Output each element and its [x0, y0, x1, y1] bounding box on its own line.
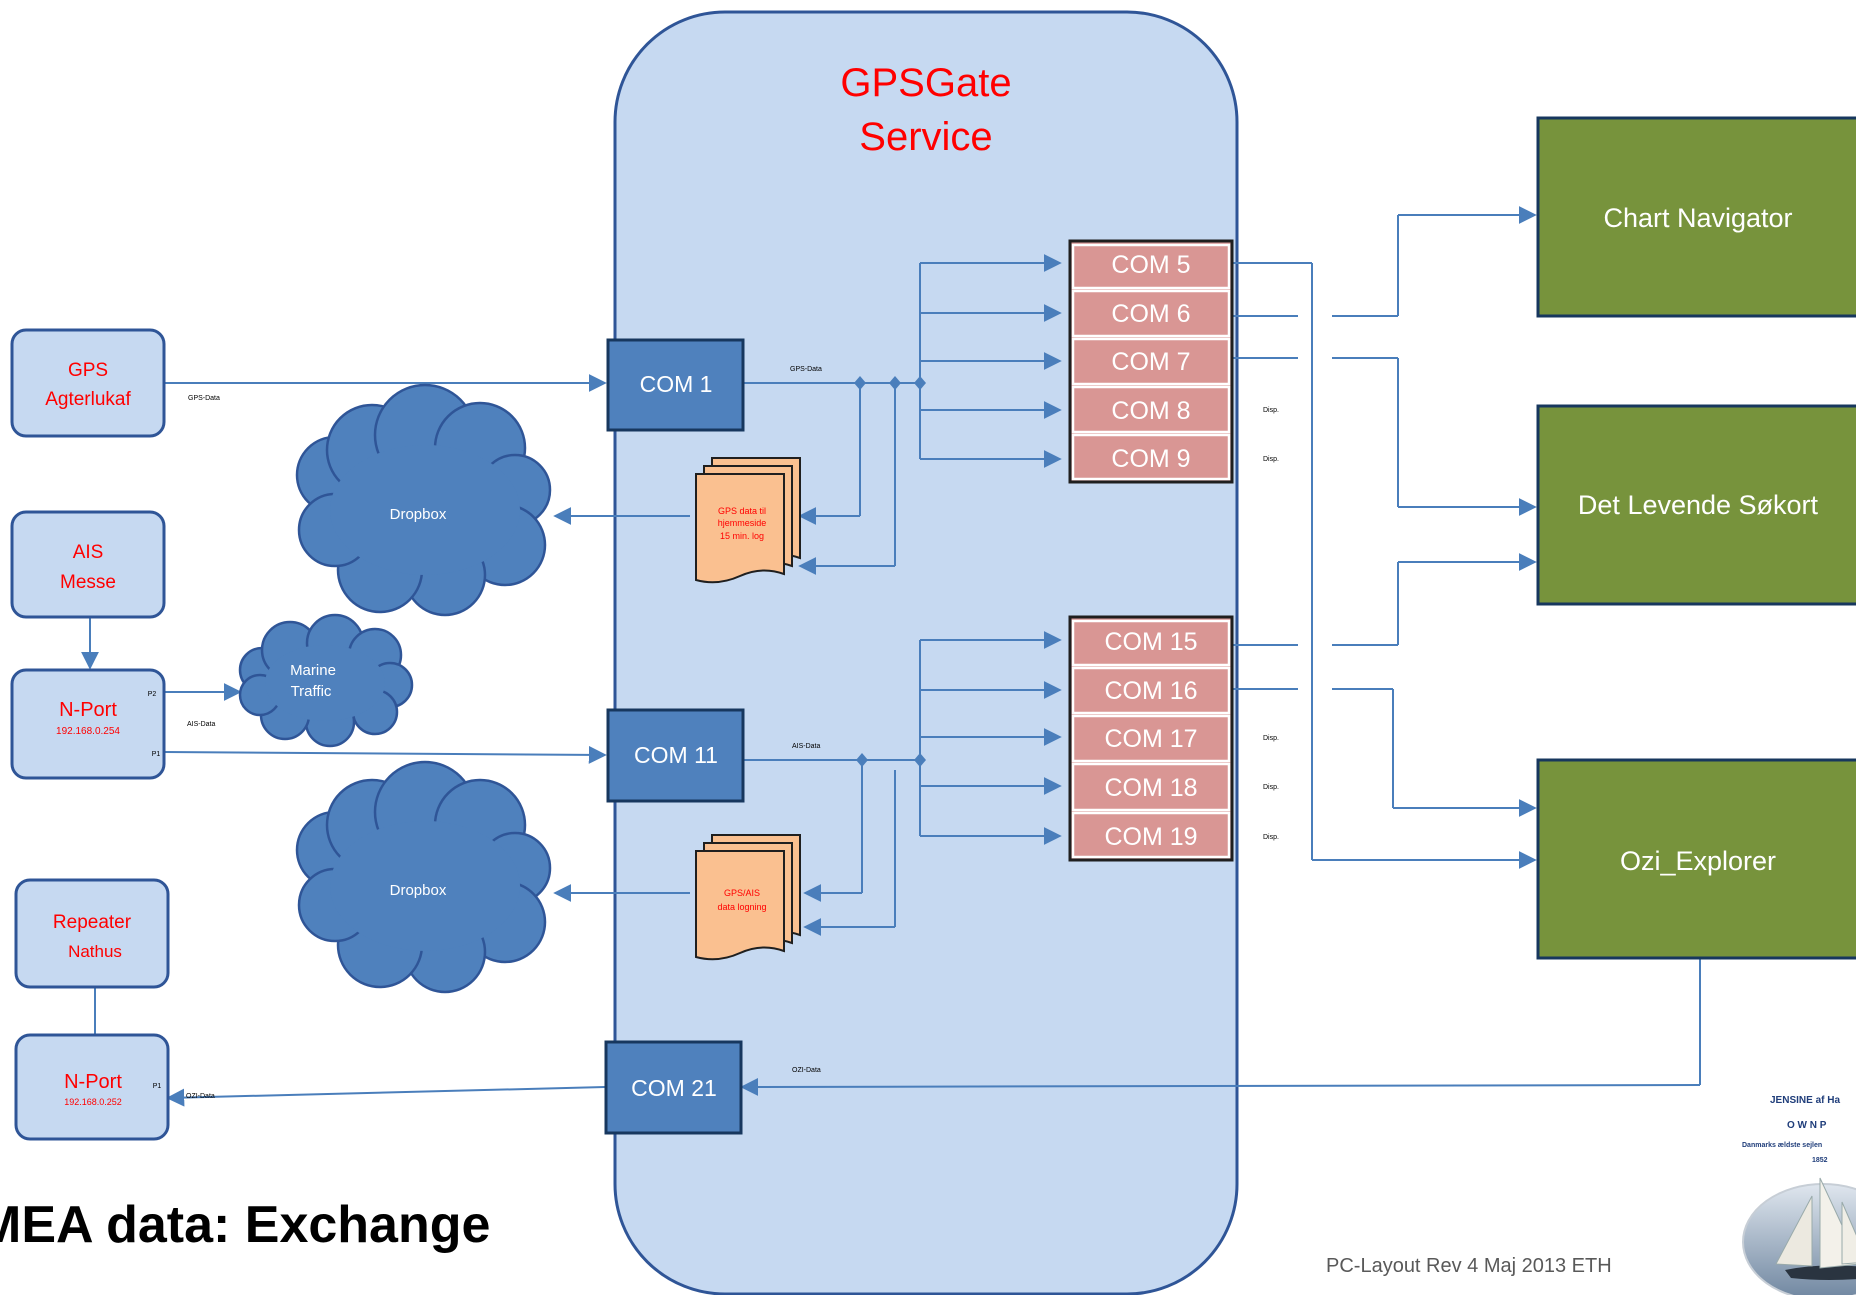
gps-device-line1: GPS: [68, 360, 108, 381]
ais-device-line2: Messe: [60, 572, 116, 593]
disp-label-com19: Disp.: [1263, 834, 1279, 841]
connectors: [81, 206, 1701, 1107]
nport2-p1-label: P1: [153, 1083, 162, 1090]
com11-port: COM 11: [606, 708, 745, 803]
gps-data-label-com1: GPS-Data: [790, 366, 822, 373]
ais-device-line1: AIS: [73, 542, 104, 563]
nport1-device-box: N-Port 192.168.0.254 P2 P1: [10, 668, 166, 780]
logo-line1: JENSINE af Ha: [1770, 1095, 1840, 1106]
com1-label: COM 1: [640, 371, 713, 397]
jensine-logo: JENSINE af Ha O W N P Danmarks ældste se…: [1742, 1095, 1856, 1295]
ozi-data-label-left: OZI-Data: [186, 1093, 215, 1100]
gps-data-label-left: GPS-Data: [188, 395, 220, 402]
ais-device-box: AIS Messe: [10, 510, 166, 619]
dropbox2-label: Dropbox: [390, 882, 447, 899]
repeater-device-box: Repeater Nathus: [14, 878, 170, 989]
com21-label: COM 21: [631, 1075, 717, 1101]
gps-log-document: [695, 457, 801, 584]
nport1-p2-label: P2: [148, 691, 157, 698]
doc2-line2: data logning: [717, 902, 766, 912]
ais-data-label-left: AIS-Data: [187, 721, 216, 728]
com5-label: COM 5: [1111, 251, 1190, 279]
gps-device-box: GPS Agterlukaf: [10, 328, 166, 438]
ozi-explorer-label: Ozi_Explorer: [1620, 846, 1776, 876]
ozi-data-label-right: OZI-Data: [792, 1067, 821, 1074]
dropbox-cloud-2: [295, 760, 552, 994]
disp-label-com17: Disp.: [1263, 735, 1279, 742]
doc1-line1: GPS data til: [718, 506, 766, 516]
marine-traffic-line2: Traffic: [291, 683, 332, 700]
logo-line4: 1852: [1812, 1157, 1828, 1164]
com8-label: COM 8: [1111, 397, 1190, 425]
det-levende-sokort-box: Det Levende Søkort: [1536, 404, 1856, 606]
com19-label: COM 19: [1104, 823, 1197, 851]
com9-label: COM 9: [1111, 445, 1190, 473]
disp-label-com18: Disp.: [1263, 784, 1279, 791]
com7-label: COM 7: [1111, 348, 1190, 376]
com16-label: COM 16: [1104, 677, 1197, 705]
gps-ais-log-document: [695, 834, 801, 961]
footer-title: MEA data: Exchange: [0, 1196, 490, 1254]
nport1-ip: 192.168.0.254: [56, 726, 120, 737]
logo-line3: Danmarks ældste sejlen: [1742, 1142, 1822, 1149]
com17-label: COM 17: [1104, 725, 1197, 753]
doc2-line1: GPS/AIS: [724, 888, 760, 898]
nport2-ip: 192.168.0.252: [64, 1097, 122, 1107]
junction-markers: [854, 376, 926, 767]
disp-label-com8: Disp.: [1263, 407, 1279, 414]
gps-device-line2: Agterlukaf: [45, 389, 131, 410]
dropbox-cloud-1: [295, 383, 552, 617]
doc1-line2: hjemmeside: [718, 518, 767, 528]
marine-traffic-cloud: [238, 613, 414, 748]
logo-line2: O W N P: [1787, 1120, 1827, 1131]
doc1-line3: 15 min. log: [720, 531, 764, 541]
service-title-line2: Service: [859, 115, 992, 159]
com11-label: COM 11: [634, 742, 718, 768]
com6-label: COM 6: [1111, 300, 1190, 328]
chart-navigator-box: Chart Navigator: [1536, 116, 1856, 318]
nport2-line1: N-Port: [64, 1071, 122, 1093]
marine-traffic-line1: Marine: [290, 662, 336, 679]
nport2-device-box: N-Port 192.168.0.252 P1: [14, 1033, 170, 1141]
com1-port: COM 1: [606, 338, 745, 432]
data-labels: GPS-Data GPS-Data AIS-Data AIS-Data OZI-…: [186, 366, 1279, 1100]
com21-port: COM 21: [604, 1040, 743, 1135]
com15-label: COM 15: [1104, 628, 1197, 656]
det-levende-sokort-label: Det Levende Søkort: [1578, 490, 1819, 520]
disp-label-com9: Disp.: [1263, 456, 1279, 463]
ais-data-label-com11: AIS-Data: [792, 743, 821, 750]
chart-navigator-label: Chart Navigator: [1603, 203, 1792, 233]
nport1-p1-label: P1: [152, 751, 161, 758]
dropbox1-label: Dropbox: [390, 506, 447, 523]
service-title-line1: GPSGate: [840, 61, 1011, 105]
com-port-group-1: COM 5 COM 6 COM 7 COM 8 COM 9: [1068, 239, 1234, 484]
repeater-line1: Repeater: [53, 912, 132, 933]
com18-label: COM 18: [1104, 774, 1197, 802]
repeater-line2: Nathus: [68, 942, 122, 961]
footer-revision: PC-Layout Rev 4 Maj 2013 ETH: [1326, 1255, 1612, 1277]
com-port-group-2: COM 15 COM 16 COM 17 COM 18 COM 19: [1068, 615, 1234, 862]
nport1-line1: N-Port: [59, 699, 117, 721]
ozi-explorer-box: Ozi_Explorer: [1536, 758, 1856, 960]
